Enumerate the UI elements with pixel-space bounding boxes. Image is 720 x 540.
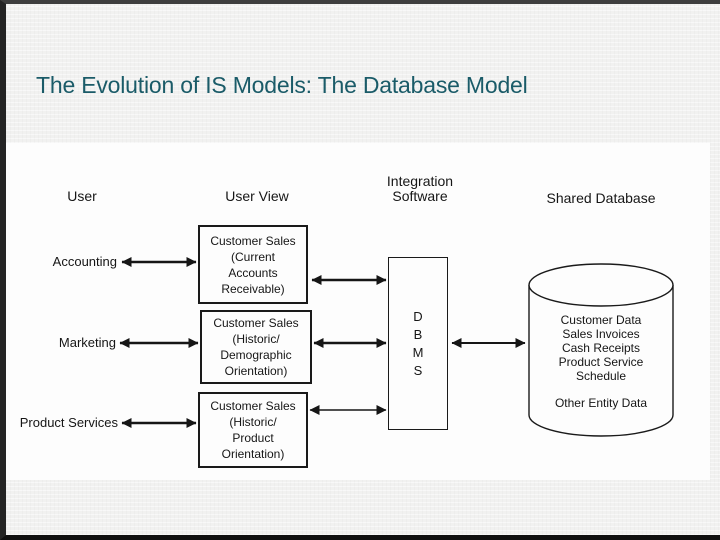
database-cylinder-icon xyxy=(528,263,674,437)
diagram-connectors xyxy=(119,257,674,437)
user-label-accounting: Accounting xyxy=(52,254,117,269)
column-header-user: User xyxy=(67,188,97,204)
column-header-user-view: User View xyxy=(225,188,289,204)
user-label-product-services: Product Services xyxy=(19,415,118,430)
user-view-box-current-accounts: Customer Sales (Current Accounts Receiva… xyxy=(198,225,308,304)
column-header-integration-software: Integration Software xyxy=(386,173,454,204)
database-contents-label: Customer Data Sales Invoices Cash Receip… xyxy=(558,313,644,383)
user-view-box-demographic: Customer Sales (Historic/ Demographic Or… xyxy=(200,310,312,384)
column-header-shared-database: Shared Database xyxy=(546,190,656,206)
slide-title: The Evolution of IS Models: The Database… xyxy=(36,72,528,98)
database-other-label: Other Entity Data xyxy=(554,396,648,410)
dbms-box: D B M S xyxy=(388,257,448,430)
user-view-box-product: Customer Sales (Historic/ Product Orient… xyxy=(198,392,308,468)
user-label-marketing: Marketing xyxy=(58,335,116,350)
diagram-panel: User User View Integration Software Shar… xyxy=(6,143,710,480)
